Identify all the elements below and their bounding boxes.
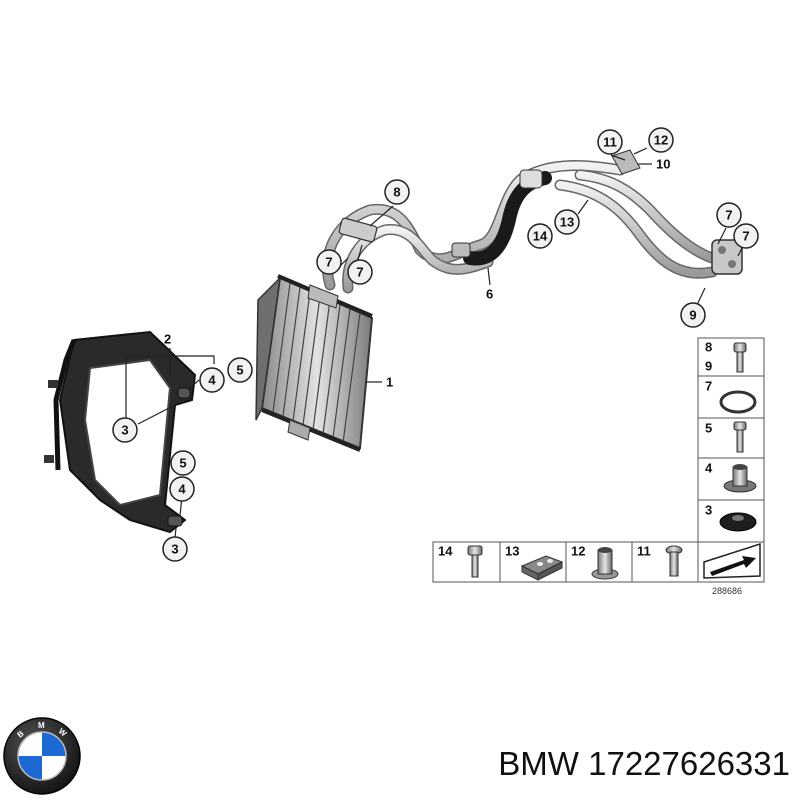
svg-text:7: 7 <box>356 265 363 280</box>
callout-14: 14 <box>527 223 553 249</box>
legend-row-4: 4 <box>705 461 757 493</box>
svg-text:M: M <box>38 721 45 730</box>
legend-cell-14: 14 <box>438 544 483 578</box>
callout-9: 9 <box>680 302 706 328</box>
screw-icon <box>733 421 747 453</box>
oil-cooler <box>255 274 374 452</box>
callout-5-lower: 5 <box>170 450 196 476</box>
hex-bolt-icon <box>467 545 483 578</box>
bushing-icon <box>723 464 757 493</box>
callout-7-right-a: 7 <box>716 202 742 228</box>
svg-text:12: 12 <box>571 544 585 559</box>
svg-text:6: 6 <box>486 287 493 302</box>
callout-7-left-b: 7 <box>347 259 373 285</box>
legend-row-3: 3 <box>705 503 757 532</box>
torx-bolt-icon <box>665 545 683 577</box>
svg-text:5: 5 <box>705 421 712 436</box>
legend-table-right: 8 9 7 5 4 <box>697 337 765 543</box>
svg-text:5: 5 <box>179 456 186 471</box>
svg-text:5: 5 <box>236 363 243 378</box>
callout-8: 8 <box>384 179 410 205</box>
legend-cell-arrow <box>703 542 761 579</box>
svg-text:13: 13 <box>505 544 519 559</box>
legend-cell-13: 13 <box>505 544 564 581</box>
svg-text:W: W <box>57 727 69 739</box>
svg-text:7: 7 <box>742 229 749 244</box>
svg-text:11: 11 <box>637 544 651 559</box>
callout-4-upper: 4 <box>199 367 225 393</box>
callout-2: 2 <box>164 332 171 347</box>
callout-7-right-b: 7 <box>733 223 759 249</box>
callout-7-left-a: 7 <box>316 249 342 275</box>
svg-text:10: 10 <box>656 157 670 172</box>
part-number-caption: BMW 17227626331 <box>498 745 790 782</box>
svg-text:11: 11 <box>603 135 617 150</box>
callout-6: 6 <box>486 287 493 302</box>
svg-text:7: 7 <box>725 208 732 223</box>
svg-text:8: 8 <box>705 340 712 355</box>
legend-row-8-9: 8 9 <box>705 340 747 374</box>
legend-cell-12: 12 <box>571 544 619 580</box>
svg-text:9: 9 <box>705 359 712 374</box>
svg-text:8: 8 <box>393 185 400 200</box>
svg-text:1: 1 <box>386 375 393 390</box>
callout-12: 12 <box>648 127 674 153</box>
svg-text:4: 4 <box>178 482 186 497</box>
direction-arrow-icon <box>703 542 761 579</box>
svg-text:14: 14 <box>533 229 548 244</box>
svg-text:7: 7 <box>705 379 712 394</box>
callout-5-upper: 5 <box>227 357 253 383</box>
grommet-icon <box>719 512 757 532</box>
svg-text:9: 9 <box>689 308 696 323</box>
leader-lines <box>125 147 743 539</box>
svg-text:12: 12 <box>654 133 668 148</box>
svg-text:3: 3 <box>171 542 178 557</box>
sleeve-icon <box>591 547 619 580</box>
callout-13: 13 <box>554 209 580 235</box>
legend-table-bottom: 14 13 12 11 <box>432 541 765 583</box>
callout-10: 10 <box>656 157 670 172</box>
svg-text:B: B <box>16 729 26 740</box>
svg-text:4: 4 <box>705 461 713 476</box>
legend-row-5: 5 <box>705 421 747 453</box>
callout-11: 11 <box>597 129 623 155</box>
callout-1: 1 <box>386 375 393 390</box>
svg-text:13: 13 <box>560 215 574 230</box>
bolt-icon <box>733 342 747 373</box>
legend-cell-11: 11 <box>637 544 683 577</box>
svg-text:14: 14 <box>438 544 453 559</box>
o-ring-icon <box>719 390 757 414</box>
svg-text:3: 3 <box>121 423 128 438</box>
svg-text:2: 2 <box>164 332 171 347</box>
legend-row-7: 7 <box>705 379 757 414</box>
callouts: 1 2 3 4 5 5 4 3 8 7 7 6 11 12 10 14 13 7… <box>112 127 759 562</box>
oil-lines <box>321 149 743 294</box>
clip-icon <box>520 555 564 581</box>
diagram-reference: 288686 <box>712 586 742 596</box>
callout-3-lower: 3 <box>162 536 188 562</box>
bmw-logo: B M W <box>3 717 81 795</box>
svg-text:4: 4 <box>208 373 216 388</box>
svg-text:7: 7 <box>325 255 332 270</box>
callout-3-upper: 3 <box>112 417 138 443</box>
svg-text:3: 3 <box>705 503 712 518</box>
callout-4-lower: 4 <box>169 476 195 502</box>
